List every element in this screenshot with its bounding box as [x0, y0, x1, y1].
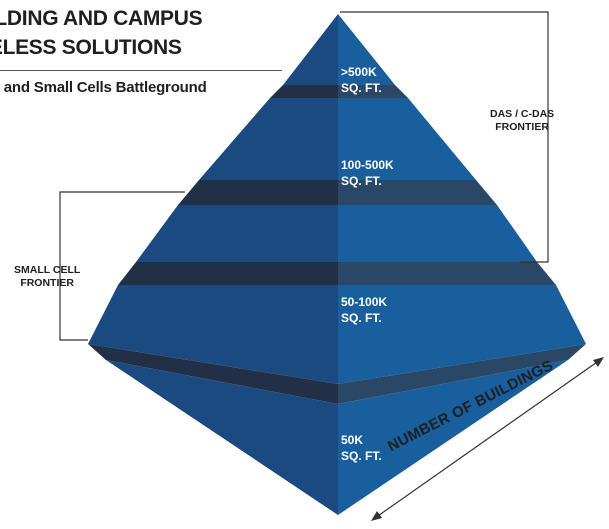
tier-label-50-100k: 50-100K SQ. FT. [341, 295, 388, 325]
tier-1-right-band [338, 85, 408, 98]
das-frontier-label: DAS / C-DAS FRONTIER [490, 108, 555, 133]
tier-label-50k: 50K SQ. FT. [341, 433, 382, 463]
tier-1-right-face [338, 14, 395, 85]
tier-2-right-face [338, 98, 476, 180]
das-frontier-bracket [340, 11, 549, 263]
tier-4-lower-left-face [106, 360, 338, 515]
tier-4-upper-right-face [338, 285, 586, 384]
axis-arrow-line [374, 359, 601, 519]
title-line-1: UILDING AND CAMPUS [0, 7, 203, 30]
tier-3-right-band [338, 262, 556, 285]
tier-1-left-band [270, 85, 338, 98]
tier-2-right-band [338, 180, 497, 205]
tier-3-right-face [338, 205, 537, 262]
title-line-2: RELESS SOLUTIONS [0, 36, 182, 59]
axis-arrow-head-end [593, 357, 604, 367]
tier-1-left-face [283, 14, 338, 85]
tier-4-upper-left-face [88, 285, 338, 384]
tier-2-left-band [178, 180, 338, 205]
small-cell-frontier-bracket [59, 191, 185, 341]
tier-label-over-500k: >500K SQ. FT. [341, 65, 382, 95]
tier-4-right-band [338, 344, 586, 404]
tier-3-left-band [118, 262, 338, 285]
diagram-subtitle: S and Small Cells Battleground [0, 79, 207, 96]
axis-arrow-head-start [371, 511, 382, 521]
tier-label-100-500k: 100-500K SQ. FT. [341, 158, 394, 188]
tier-4-left-band [88, 344, 338, 404]
tier-4-lower-right-face [338, 360, 568, 515]
tier-2-left-face [199, 98, 338, 180]
small-cell-frontier-label: SMALL CELL FRONTIER [14, 264, 81, 289]
tier-3-left-face [136, 205, 338, 262]
title-divider [0, 70, 282, 71]
diagram-title: UILDING AND CAMPUS RELESS SOLUTIONS [0, 4, 274, 62]
